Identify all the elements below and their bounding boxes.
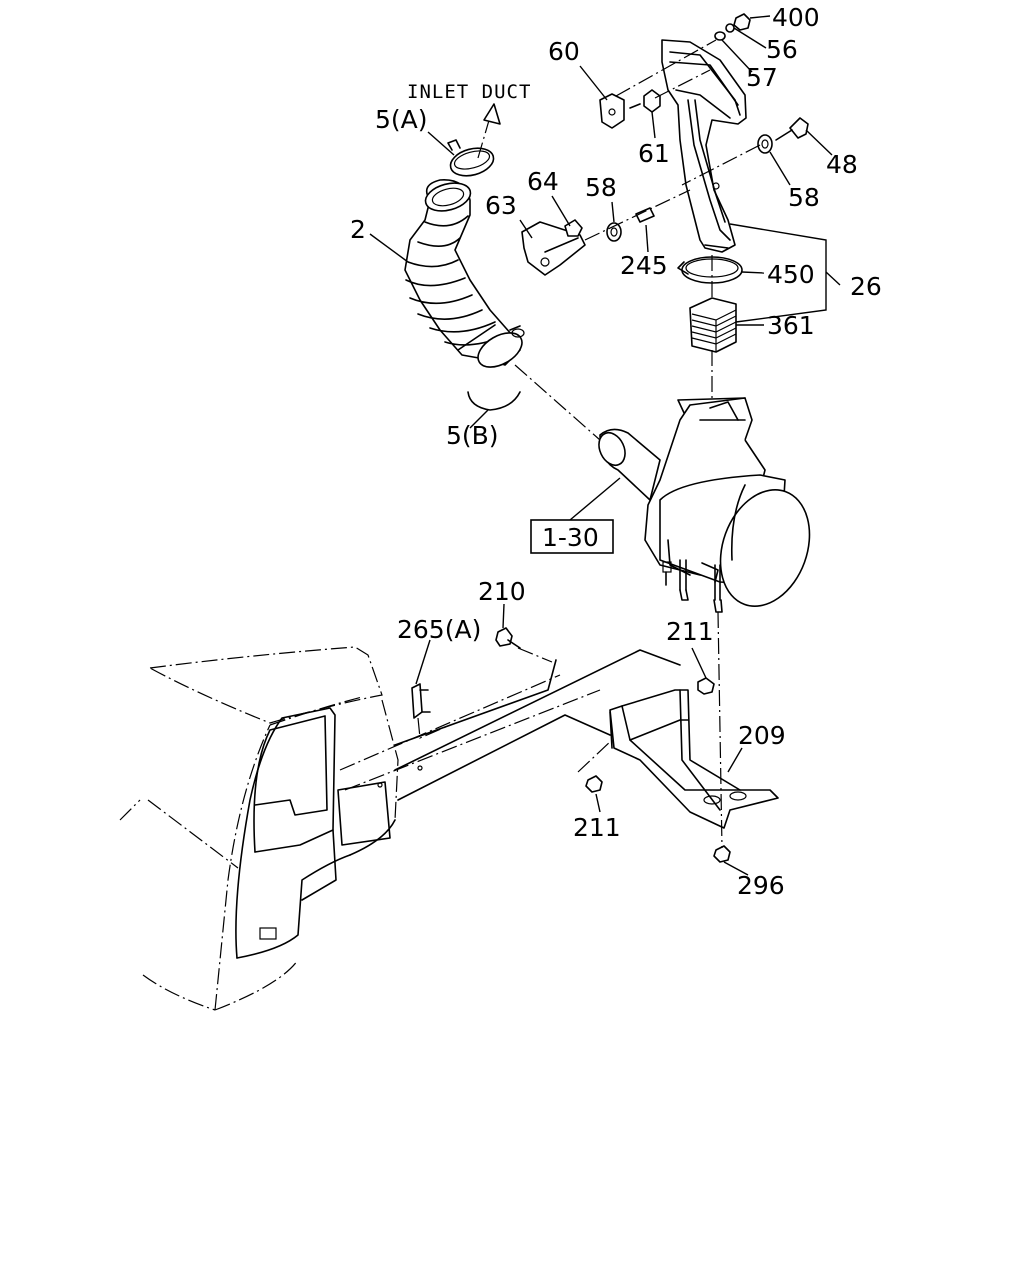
nut-211-lower — [585, 775, 603, 793]
support-bracket-209 — [609, 689, 779, 829]
nut-211-upper — [697, 677, 715, 695]
callout-63: 63 — [485, 191, 517, 220]
reference-box — [530, 519, 614, 554]
washer-58-right — [757, 134, 773, 154]
callout-296: 296 — [737, 871, 785, 900]
callout-245: 245 — [620, 251, 668, 280]
element-361 — [689, 297, 737, 353]
callout-61: 61 — [638, 139, 670, 168]
bracket-60 — [599, 93, 625, 129]
callout-48: 48 — [826, 150, 858, 179]
spacer-245 — [635, 207, 655, 223]
callout-56: 56 — [766, 35, 798, 64]
callout-labels: INLET DUCT 1-30 400 56 57 60 61 48 58 58… — [350, 3, 882, 900]
truck-cab-outline — [119, 646, 399, 1011]
callout-209: 209 — [738, 721, 786, 750]
riser-duct — [661, 39, 747, 253]
callout-400: 400 — [772, 3, 820, 32]
nut-296 — [713, 845, 731, 863]
hardware-400-56-57 — [714, 13, 751, 41]
boxed-ref-label: 1-30 — [542, 523, 599, 552]
hose-clamp-450 — [677, 256, 743, 284]
air-filter-assembly — [598, 397, 811, 613]
callout-265a: 265(A) — [397, 615, 481, 644]
callout-2: 2 — [350, 215, 366, 244]
inlet-duct-arrow — [477, 103, 501, 159]
callout-60: 60 — [548, 37, 580, 66]
clamp-5a — [447, 139, 495, 177]
callout-64: 64 — [527, 167, 559, 196]
leader-lines — [369, 15, 841, 876]
assembly-centerlines — [417, 39, 761, 849]
callout-361: 361 — [767, 311, 815, 340]
callout-450: 450 — [767, 260, 815, 289]
callout-26: 26 — [850, 272, 882, 301]
bolt-48 — [775, 117, 809, 141]
callout-58-left: 58 — [585, 173, 617, 202]
callout-5b: 5(B) — [446, 421, 499, 450]
callout-58-right: 58 — [788, 183, 820, 212]
callout-210: 210 — [478, 577, 526, 606]
callout-211-upper: 211 — [666, 617, 714, 646]
frame-rail — [339, 649, 681, 801]
callout-5a: 5(A) — [375, 105, 428, 134]
inlet-duct-label: INLET DUCT — [407, 81, 531, 103]
bracket-265a — [411, 683, 431, 719]
bolt-210 — [495, 627, 521, 649]
callout-211-lower: 211 — [573, 813, 621, 842]
bolt-61 — [629, 89, 661, 113]
callout-57: 57 — [746, 63, 778, 92]
intake-hose — [404, 179, 525, 411]
